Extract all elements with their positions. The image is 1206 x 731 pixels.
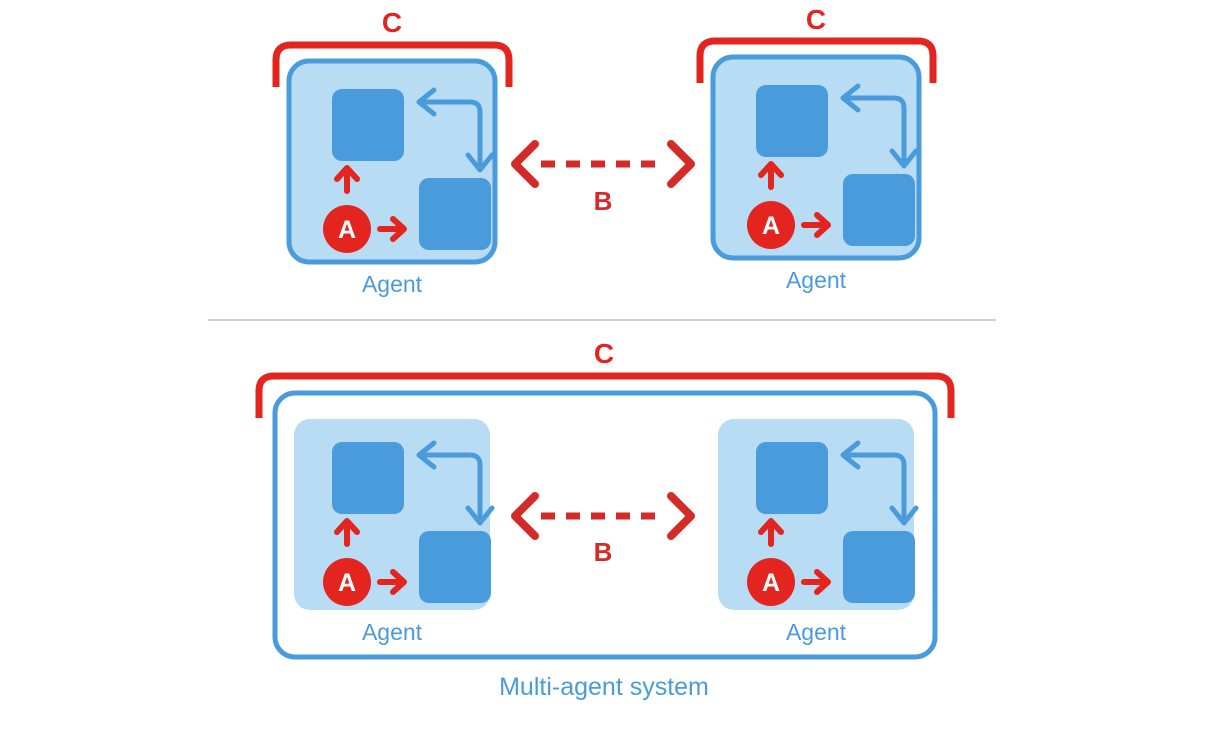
label-a: A <box>762 569 780 597</box>
agent-bottom-right[interactable]: A Agent <box>718 419 916 645</box>
agent-bottom-left[interactable]: A Agent <box>294 419 492 645</box>
agent-top-right[interactable]: C A Agent <box>696 4 937 293</box>
bottom-panel: C A Agent B <box>255 338 955 701</box>
label-c: C <box>806 4 826 35</box>
agent-caption: Agent <box>786 267 847 293</box>
label-a: A <box>762 212 780 240</box>
label-c: C <box>594 338 614 369</box>
scope-bracket-c <box>272 41 513 87</box>
top-panel: C A Agent B C <box>272 4 937 297</box>
label-a: A <box>338 216 356 244</box>
scope-bracket-c <box>696 37 937 83</box>
agent-caption: Agent <box>362 619 423 645</box>
connector-top[interactable]: B <box>515 144 691 216</box>
multi-agent-system-caption: Multi-agent system <box>499 673 709 701</box>
label-a: A <box>338 569 356 597</box>
agent-top-left[interactable]: C A Agent <box>272 7 513 297</box>
agent-caption: Agent <box>362 271 423 297</box>
label-c: C <box>382 7 402 38</box>
label-b: B <box>594 537 613 567</box>
connector-bottom[interactable]: B <box>515 496 691 567</box>
bidirectional-dashed-arrow <box>515 144 691 184</box>
scope-bracket-c <box>255 372 955 418</box>
agent-caption: Agent <box>786 619 847 645</box>
label-b: B <box>594 186 613 216</box>
